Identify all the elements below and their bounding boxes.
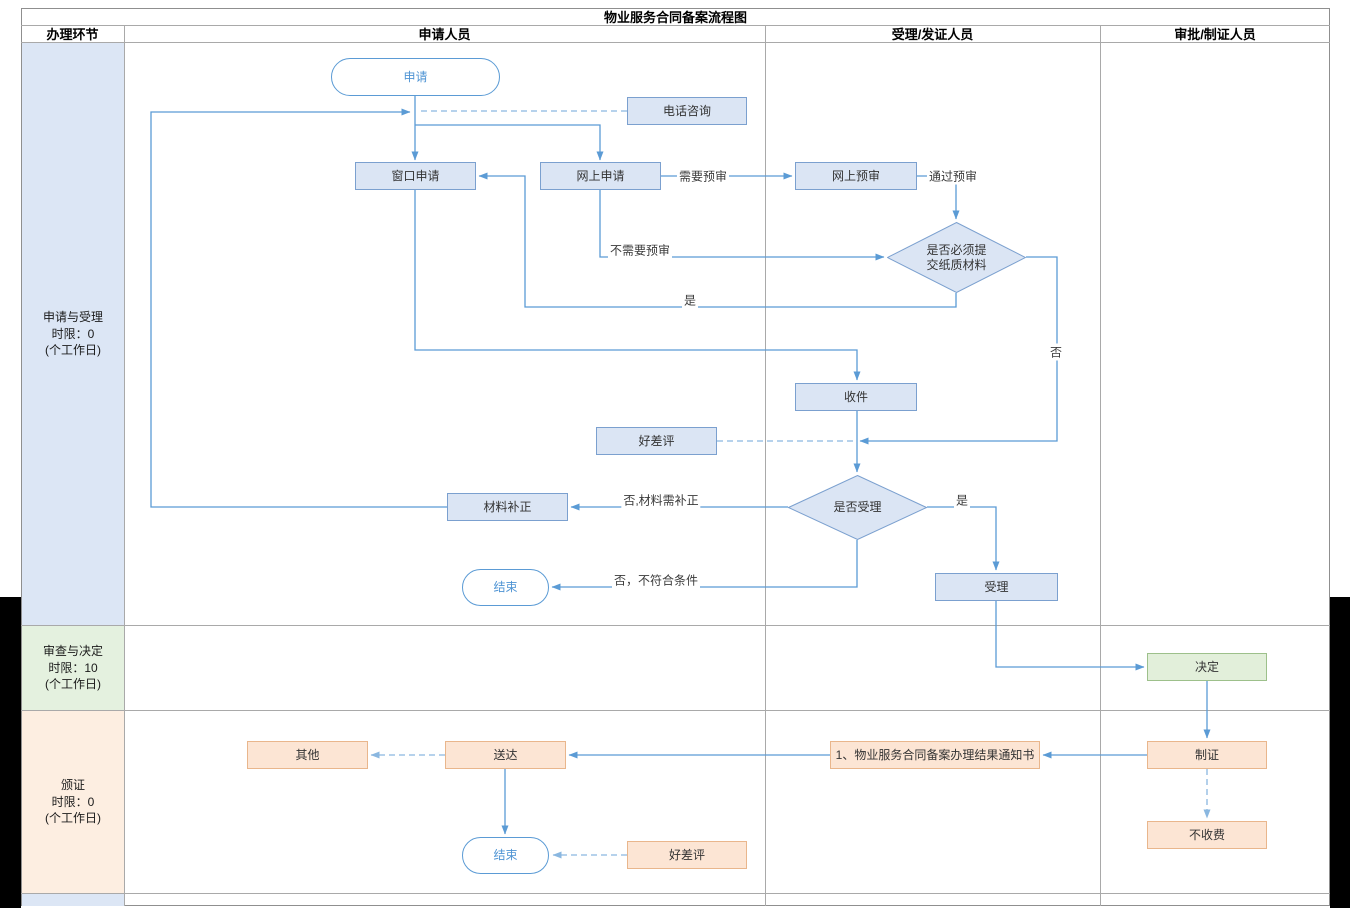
edge-label-no-fix: 否,材料需补正	[621, 491, 701, 509]
node-make-cert: 制证	[1147, 741, 1267, 769]
edge-label-need-preview: 需要预审	[676, 167, 730, 185]
node-label: 结束	[493, 580, 518, 594]
node-end-2: 结束	[462, 837, 549, 874]
grid-hline-row3	[21, 893, 1330, 894]
column-header-acceptor: 受理/发证人员	[891, 27, 974, 42]
node-accept-check: 是否受理	[788, 475, 927, 540]
node-label: 是否必须提 交纸质材料	[926, 242, 987, 272]
diagram-title: 物业服务合同备案流程图	[603, 10, 747, 25]
node-rating-2: 好差评	[627, 841, 747, 869]
edge-label-no-1: 否	[1047, 343, 1065, 361]
node-accept: 受理	[935, 573, 1058, 601]
node-label: 不收费	[1188, 827, 1225, 842]
node-label: 网上预审	[831, 168, 880, 183]
edge-materialfix-return	[150, 108, 447, 508]
grid-hline-under-header	[21, 42, 1330, 43]
node-label: 材料补正	[483, 499, 532, 514]
node-label: 网上申请	[576, 168, 625, 183]
column-header-steps: 办理环节	[46, 27, 99, 42]
node-notice: 1、物业服务合同备案办理结果通知书	[830, 741, 1040, 769]
edge-online-to-paperq	[599, 190, 885, 261]
node-other: 其他	[247, 741, 368, 769]
node-rating-1: 好差评	[596, 427, 717, 455]
node-label: 1、物业服务合同备案办理结果通知书	[835, 747, 1035, 762]
screen-edge-right	[1330, 597, 1350, 908]
node-phone-consult: 电话咨询	[627, 97, 747, 125]
node-label: 电话咨询	[662, 103, 711, 118]
edge-label-no-reject: 否，不符合条件	[611, 571, 701, 589]
column-header-applicant: 申请人员	[418, 27, 471, 42]
node-label: 申请	[403, 69, 428, 84]
node-label: 受理	[984, 579, 1009, 594]
grid-hline-under-title	[21, 25, 1330, 26]
node-label: 其他	[295, 747, 320, 762]
grid-vline-1	[124, 25, 125, 906]
node-label: 好差评	[638, 433, 675, 448]
grid-hline-row1	[21, 625, 1330, 626]
node-label: 窗口申请	[391, 168, 440, 183]
node-label: 好差评	[668, 847, 705, 862]
node-online-preview: 网上预审	[795, 162, 917, 190]
node-receive: 收件	[795, 383, 917, 411]
grid-hline-row2	[21, 710, 1330, 711]
lane-label-certify: 颁证 时限：0 (个工作日)	[22, 711, 124, 893]
node-label: 收件	[843, 389, 868, 404]
node-end-1: 结束	[462, 569, 549, 606]
edge-window-to-receive	[414, 190, 861, 381]
node-label: 送达	[493, 747, 518, 762]
lane-label-review-decide: 审查与决定 时限：10 (个工作日)	[22, 626, 124, 710]
grid-vline-3	[1100, 25, 1101, 906]
edge-label-yes-1: 是	[681, 291, 699, 309]
node-need-paper: 是否必须提 交纸质材料	[887, 222, 1026, 293]
node-online-apply: 网上申请	[540, 162, 661, 190]
diamond-shape	[788, 475, 927, 540]
screen-edge-left	[0, 597, 21, 908]
edge-label-pass-preview: 通过预审	[926, 167, 980, 185]
edge-label-yes-2: 是	[953, 491, 971, 509]
edge-label-no-preview: 不需要预审	[607, 241, 673, 259]
table-outer-border	[21, 8, 1330, 906]
node-no-fee: 不收费	[1147, 821, 1267, 849]
diamond-shape	[887, 222, 1026, 293]
node-label: 决定	[1194, 659, 1219, 674]
node-label: 结束	[493, 848, 518, 862]
edge-accept-to-decide	[995, 601, 1145, 671]
grid-vline-2	[765, 25, 766, 906]
lane-label-next-row-partial	[22, 894, 124, 906]
node-material-fix: 材料补正	[447, 493, 568, 521]
node-deliver: 送达	[445, 741, 566, 769]
node-label: 制证	[1194, 747, 1219, 762]
edge-paperq-yes-to-window	[478, 172, 957, 308]
edge-acceptq-yes-to-accept	[927, 506, 1000, 571]
column-header-approver: 审批/制证人员	[1174, 27, 1256, 42]
edge-acceptq-no-to-end	[551, 540, 858, 591]
node-window-apply: 窗口申请	[355, 162, 476, 190]
node-apply-start: 申请	[331, 58, 500, 96]
edge-apply-to-online	[415, 124, 604, 161]
lane-label-apply-accept: 申请与受理 时限：0 (个工作日)	[22, 43, 124, 625]
node-label: 是否受理	[833, 500, 882, 514]
node-decide: 决定	[1147, 653, 1267, 681]
